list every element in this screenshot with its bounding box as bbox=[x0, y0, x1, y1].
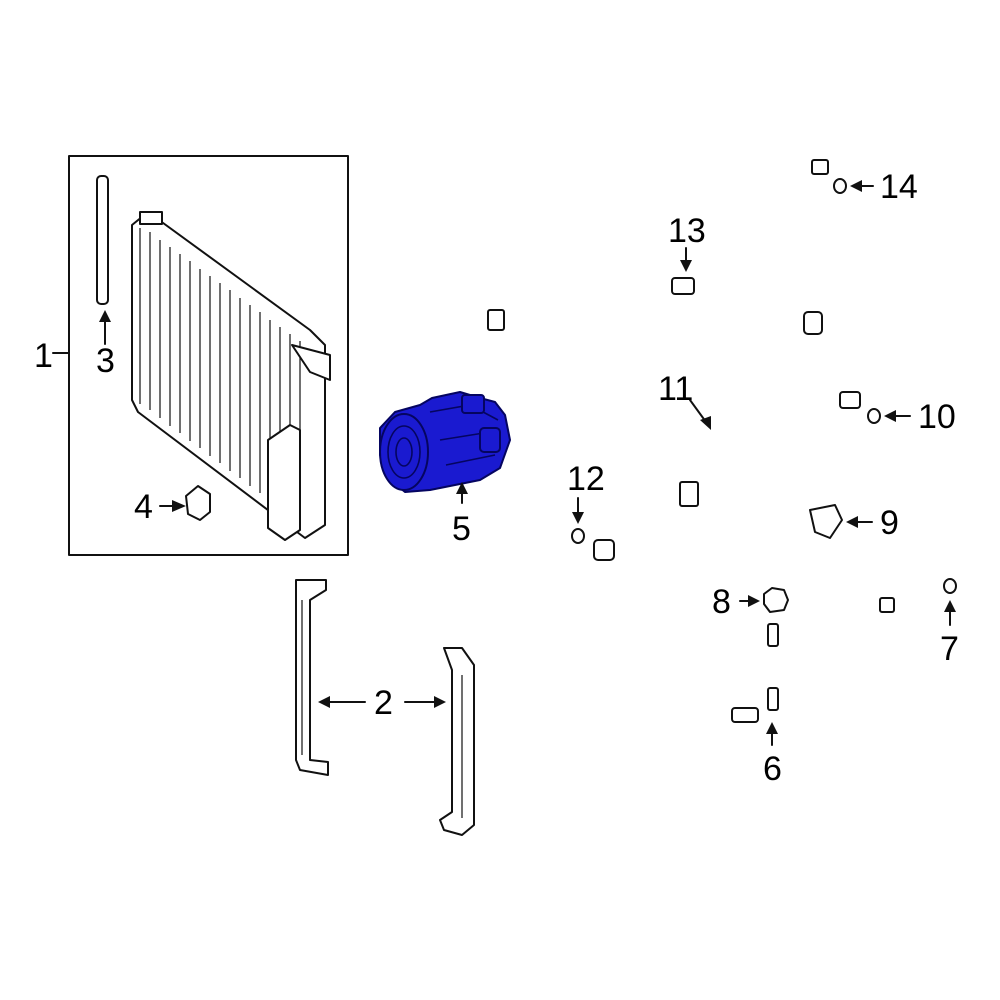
nut-8[interactable]: 8 bbox=[712, 583, 789, 621]
callout-10: 10 bbox=[918, 398, 956, 436]
callout-8: 8 bbox=[712, 583, 731, 621]
o-ring-10[interactable]: 10 bbox=[867, 398, 956, 436]
callout-2: 2 bbox=[374, 684, 393, 722]
callout-1: 1 bbox=[34, 337, 53, 375]
callout-12: 12 bbox=[567, 460, 605, 498]
liquid-line[interactable]: 9 bbox=[793, 390, 899, 542]
callout-7: 7 bbox=[940, 630, 959, 668]
suction-hose[interactable]: 11 bbox=[593, 311, 823, 574]
o-ring-12[interactable]: 12 bbox=[567, 460, 605, 544]
condenser-bracket-right[interactable] bbox=[439, 647, 475, 836]
hose-assembly[interactable]: 6 bbox=[645, 567, 920, 850]
discharge-hose[interactable]: 13 bbox=[487, 158, 829, 354]
callout-13: 13 bbox=[668, 212, 706, 250]
condenser[interactable] bbox=[131, 211, 331, 541]
callout-9: 9 bbox=[880, 504, 899, 542]
callout-6: 6 bbox=[763, 750, 782, 788]
condenser-assembly-group[interactable]: 1 bbox=[34, 155, 349, 556]
callout-14: 14 bbox=[880, 168, 918, 206]
callout-2-leader: 2 bbox=[318, 684, 446, 722]
callout-3: 3 bbox=[96, 342, 115, 380]
callout-5: 5 bbox=[452, 510, 471, 548]
condenser-bracket-left[interactable] bbox=[295, 579, 329, 776]
callout-11: 11 bbox=[658, 370, 693, 408]
drier-insert[interactable]: 3 bbox=[96, 175, 115, 380]
o-ring-14[interactable]: 14 bbox=[833, 168, 918, 206]
drier-plug[interactable]: 4 bbox=[134, 485, 211, 526]
callout-4: 4 bbox=[134, 488, 153, 526]
ac-compressor[interactable]: 5 bbox=[379, 391, 511, 548]
o-ring-7[interactable]: 7 bbox=[940, 578, 959, 668]
